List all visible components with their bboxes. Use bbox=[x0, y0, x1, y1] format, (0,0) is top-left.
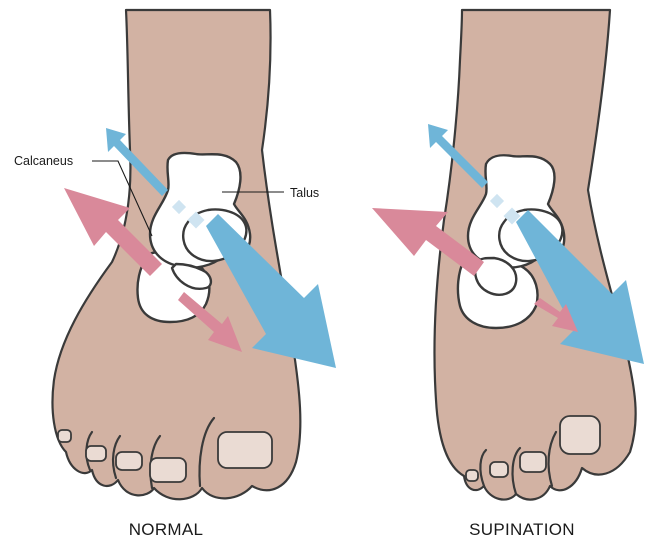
normal-foot-panel: Calcaneus Talus NORMAL bbox=[14, 10, 336, 539]
supination-toenail-3 bbox=[490, 462, 508, 477]
supination-toenail-2 bbox=[520, 452, 546, 472]
normal-toenail-2 bbox=[150, 458, 186, 482]
calcaneus-label: Calcaneus bbox=[14, 154, 73, 168]
talus-label: Talus bbox=[290, 186, 319, 200]
normal-caption: NORMAL bbox=[129, 520, 204, 539]
normal-toenail-5 bbox=[58, 430, 71, 442]
normal-toenail-4 bbox=[86, 446, 106, 461]
supination-big-toenail bbox=[560, 416, 600, 454]
supination-foot-panel: SUPINATION bbox=[372, 10, 644, 539]
supination-toenail-4 bbox=[466, 470, 478, 481]
supination-caption: SUPINATION bbox=[469, 520, 575, 539]
normal-toenail-3 bbox=[116, 452, 142, 470]
normal-big-toenail bbox=[218, 432, 272, 468]
